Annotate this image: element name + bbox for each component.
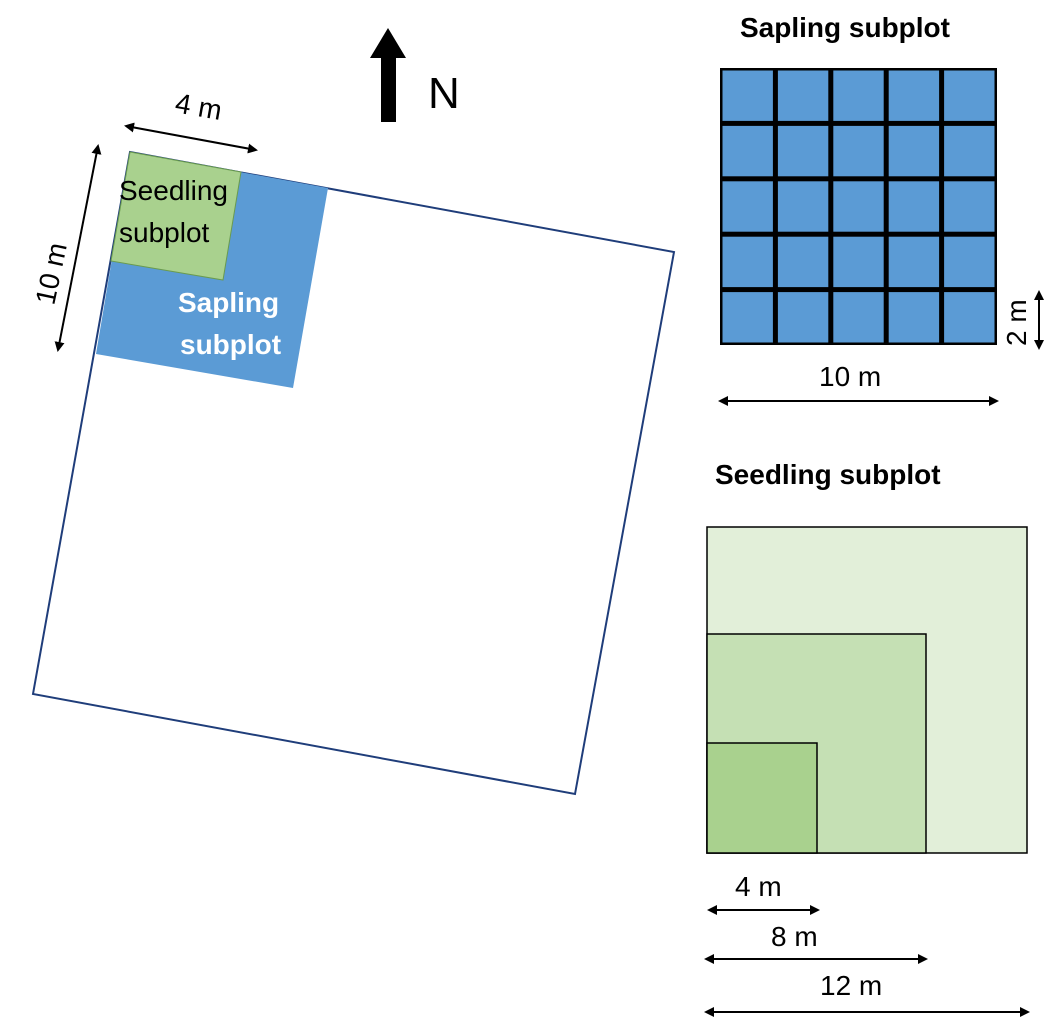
sapling-grid-cell: [944, 125, 995, 177]
sapling-detail: Sapling subplot 10 m 2 m: [718, 12, 1044, 406]
sapling-grid-cell: [777, 292, 829, 343]
dim-label-4m: 4 m: [735, 871, 782, 902]
sapling-grid-cell: [888, 181, 940, 232]
sapling-subplot-label-line2: subplot: [180, 329, 281, 360]
seedling-detail-title: Seedling subplot: [715, 459, 941, 490]
seedling-subplot-label-line2: subplot: [119, 217, 210, 248]
north-arrow-icon: [370, 28, 406, 122]
sapling-grid-cell: [722, 125, 773, 177]
sapling-grid-cell: [833, 292, 884, 343]
seedling-detail: Seedling subplot 4 m 8 m 12 m: [704, 459, 1030, 1017]
sapling-grid-cell: [888, 292, 940, 343]
dim-arrow-10m-side: [54, 144, 102, 352]
sapling-grid-cell: [777, 125, 829, 177]
sapling-grid-cell: [722, 70, 773, 121]
sapling-grid-cell: [833, 236, 884, 288]
sapling-grid-cell: [944, 70, 995, 121]
sapling-grid-cell: [944, 292, 995, 343]
dim-arrow-4m-top: [124, 122, 258, 154]
sapling-grid-cell: [944, 236, 995, 288]
sapling-subplot-label-line1: Sapling: [178, 287, 279, 318]
sapling-grid-cell: [833, 125, 884, 177]
seedling-subplot-label-line1: Seedling: [119, 175, 228, 206]
sapling-grid-cell: [833, 70, 884, 121]
sapling-grid-cell: [777, 181, 829, 232]
north-arrow: N: [370, 28, 460, 122]
sapling-detail-title: Sapling subplot: [740, 12, 950, 43]
north-label: N: [428, 69, 460, 118]
main-plot: Seedling subplot Sapling subplot 4 m 10 …: [30, 87, 676, 796]
sapling-grid-cell: [944, 181, 995, 232]
sapling-grid-cell: [722, 181, 773, 232]
sapling-grid-cell: [777, 70, 829, 121]
dim-label-4m-top: 4 m: [173, 87, 224, 126]
sapling-grid-cell: [888, 236, 940, 288]
sapling-grid-cell: [888, 70, 940, 121]
seedling-ring-4m: [706, 742, 818, 854]
sapling-grid-cell: [888, 125, 940, 177]
seedling-subplot-area: [110, 151, 242, 281]
sapling-grid-cell: [833, 181, 884, 232]
dim-label-2m: 2 m: [1001, 299, 1032, 346]
sapling-grid-cell: [777, 236, 829, 288]
dim-label-12m: 12 m: [820, 970, 882, 1001]
sapling-grid-cell: [722, 292, 773, 343]
dim-label-10m-side: 10 m: [30, 240, 73, 307]
sapling-grid-cell: [722, 236, 773, 288]
dim-label-8m: 8 m: [771, 921, 818, 952]
sapling-grid: [720, 68, 997, 345]
dim-label-10m: 10 m: [819, 361, 881, 392]
